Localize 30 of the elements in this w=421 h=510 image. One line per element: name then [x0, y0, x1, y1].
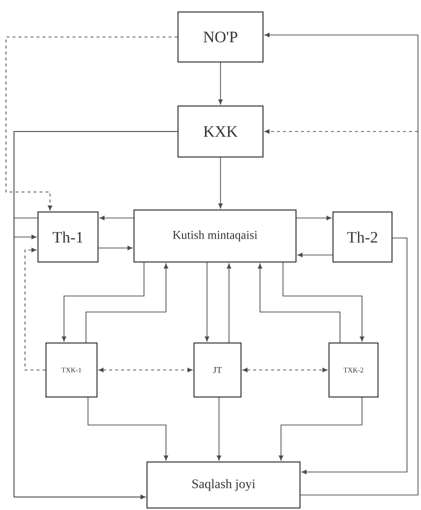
arrow	[98, 246, 132, 250]
arrow	[100, 216, 134, 220]
arrow	[86, 264, 168, 343]
dashed-arrow	[6, 36, 178, 210]
process-box: JT	[194, 342, 242, 398]
arrow	[14, 218, 146, 500]
arrow	[88, 397, 168, 460]
arrow	[296, 216, 332, 220]
arrow	[302, 238, 408, 474]
arrow	[258, 264, 340, 343]
dashed-arrow	[98, 368, 192, 372]
dashed-arrow	[24, 248, 46, 370]
process-box: KXK	[178, 106, 264, 158]
process-box: NO'P	[178, 12, 264, 62]
arrow	[218, 157, 223, 208]
process-box: Th-2	[332, 212, 392, 262]
dashed-arrow	[242, 368, 328, 372]
process-box: Kutish mintaqaisi	[134, 210, 296, 262]
arrow	[278, 397, 362, 460]
process-box: Th-1	[38, 212, 98, 262]
arrow	[264, 32, 418, 496]
arrow	[298, 252, 333, 258]
arrow	[216, 397, 222, 460]
dashed-arrow	[264, 129, 418, 134]
arrow	[226, 264, 232, 343]
arrow	[62, 262, 144, 342]
arrow	[218, 62, 223, 104]
process-box: Saqlash joyi	[146, 462, 300, 508]
arrow	[282, 262, 364, 342]
arrow	[204, 262, 210, 342]
